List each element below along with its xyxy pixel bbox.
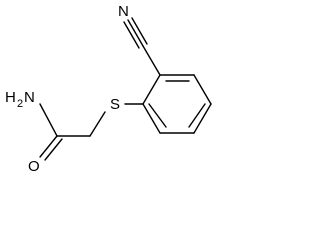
amide-nitrogen-label: N (24, 89, 35, 106)
ring-bond (193, 103, 212, 134)
sulfur-to-ch2-bond (89, 111, 106, 137)
chemical-structure: N S O H 2 N (5, 3, 212, 175)
ring-bond (142, 103, 161, 134)
benzene-ring (142, 74, 212, 134)
ring-double-bond (188, 103, 206, 128)
triple-bond-line (123, 21, 140, 49)
nitrile-group: N (118, 3, 161, 76)
acetamide-group: O H 2 N (5, 89, 91, 175)
sulfur-label: S (110, 96, 120, 113)
carbonyl-to-amide-n-bond (39, 103, 58, 137)
triple-bond-line (127, 19, 144, 47)
ring-bond (193, 74, 212, 105)
nitrile-nitrogen-label: N (118, 3, 129, 20)
amide-h-subscript: 2 (17, 98, 23, 110)
ring-to-nitrile-bond (142, 45, 161, 76)
carbonyl-oxygen-label: O (28, 158, 40, 175)
carbonyl-double-bond (44, 138, 63, 161)
ring-bond (142, 74, 161, 105)
carbonyl-double-bond (39, 135, 58, 158)
triple-bond-line (131, 17, 148, 45)
thioether-link: S (89, 96, 144, 137)
ring-double-bond (148, 103, 167, 128)
amide-h-label: H (5, 89, 16, 106)
